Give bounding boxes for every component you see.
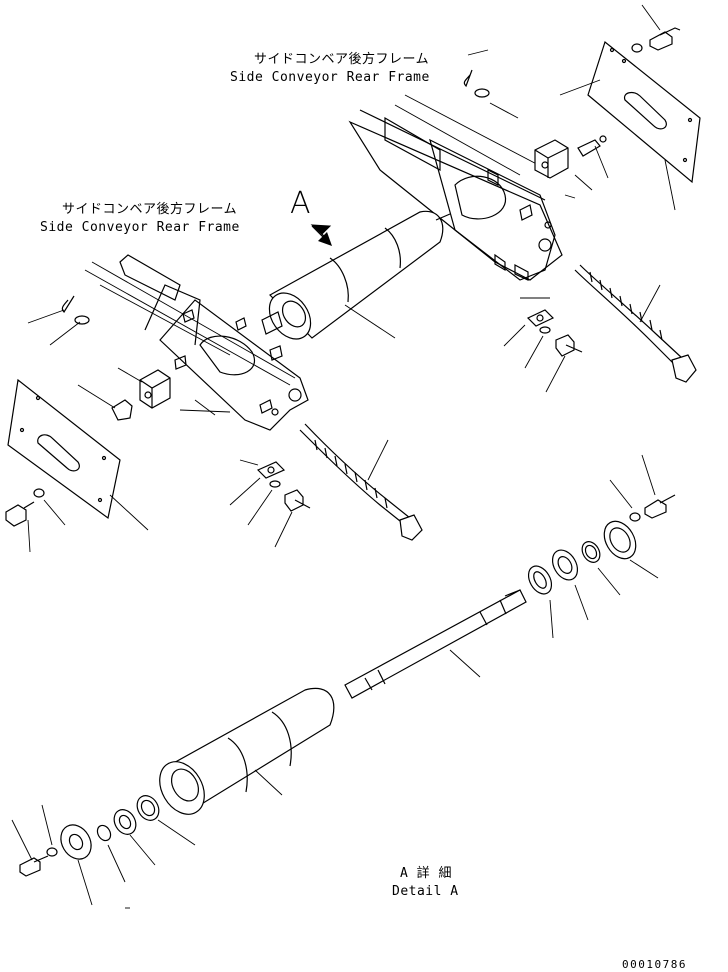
- frame-label-top-en: Side Conveyor Rear Frame: [230, 70, 430, 85]
- top-right-frame-assembly: [348, 4, 701, 393]
- view-marker: A: [290, 186, 311, 221]
- detail-a-assembly: [11, 454, 676, 909]
- frame-label-top-jp: サイドコンベア後方フレーム: [254, 52, 430, 67]
- frame-label-left-en: Side Conveyor Rear Frame: [40, 220, 240, 235]
- detail-label-en: Detail A: [392, 884, 459, 899]
- detail-label-jp: A 詳 細: [400, 866, 452, 881]
- middle-roller: [261, 210, 451, 340]
- frame-label-left-jp: サイドコンベア後方フレーム: [62, 202, 238, 217]
- left-frame-assembly: [5, 224, 423, 553]
- drawing-number: 00010786: [622, 958, 687, 971]
